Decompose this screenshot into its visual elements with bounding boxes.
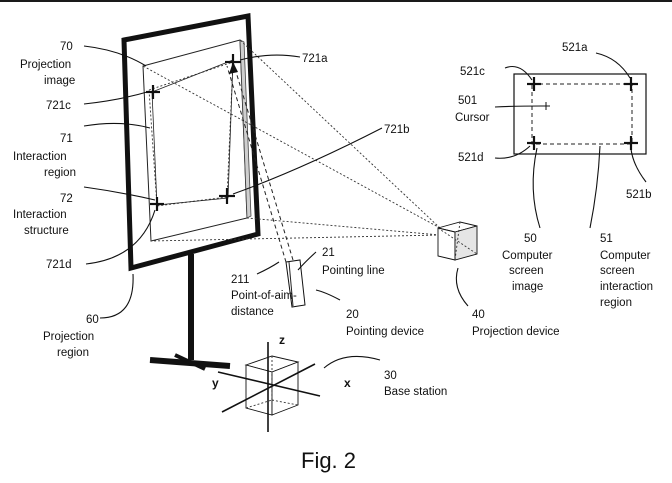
label-60: 60 xyxy=(86,314,99,326)
axis-x: x xyxy=(344,376,351,390)
label-30-line1: Base station xyxy=(384,386,447,398)
label-70-line2: image xyxy=(44,75,75,87)
interaction-region-outline xyxy=(149,62,233,206)
label-40-line1: Projection device xyxy=(472,326,560,338)
label-71: 71 xyxy=(60,133,73,145)
label-60-line2: region xyxy=(57,347,89,359)
pointing-arrow-head xyxy=(229,62,238,74)
label-51-line2: screen xyxy=(600,265,635,277)
label-211-line1: Point-of-aim- xyxy=(231,290,297,302)
label-60-line1: Projection xyxy=(43,331,94,343)
label-521d: 521d xyxy=(458,152,484,164)
label-20-line1: Pointing device xyxy=(346,326,424,338)
label-72: 72 xyxy=(60,193,73,205)
label-21: 21 xyxy=(322,247,335,259)
label-51: 51 xyxy=(600,233,613,245)
figure-caption: Fig. 2 xyxy=(301,448,356,473)
label-20: 20 xyxy=(346,309,359,321)
label-30: 30 xyxy=(384,370,397,382)
label-211: 211 xyxy=(231,274,249,286)
label-50-line2: screen xyxy=(509,265,544,277)
label-50: 50 xyxy=(524,233,537,245)
marker-721b xyxy=(219,188,235,204)
label-71-line2: region xyxy=(44,167,76,179)
base-station xyxy=(218,342,320,432)
label-71-line1: Interaction xyxy=(13,151,67,163)
label-51-line1: Computer xyxy=(600,250,651,262)
label-72-line1: Interaction xyxy=(13,209,67,221)
interaction-structure-outline xyxy=(152,60,233,205)
label-70: 70 xyxy=(60,41,73,53)
label-721b: 721b xyxy=(384,124,410,136)
label-501: 501 xyxy=(458,95,477,107)
projection-device xyxy=(438,222,477,260)
label-721d: 721d xyxy=(46,259,72,271)
label-70-line1: Projection xyxy=(20,59,71,71)
projection-screen xyxy=(124,16,258,268)
label-50-line3: image xyxy=(512,281,543,293)
projection-beams xyxy=(143,40,440,241)
label-51-line3: interaction xyxy=(600,281,653,293)
label-721c: 721c xyxy=(46,100,71,112)
label-51-line4: region xyxy=(600,297,632,309)
label-211-line2: distance xyxy=(231,306,274,318)
label-501-line1: Cursor xyxy=(455,112,490,124)
label-521a: 521a xyxy=(562,42,588,54)
label-721a: 721a xyxy=(302,53,328,65)
label-40: 40 xyxy=(472,309,485,321)
pointing-line xyxy=(233,62,293,260)
label-21-line1: Pointing line xyxy=(322,265,385,277)
label-521c: 521c xyxy=(460,66,485,78)
label-50-line1: Computer xyxy=(502,250,553,262)
label-521b: 521b xyxy=(626,189,652,201)
label-72-line2: structure xyxy=(24,225,69,237)
axis-z: z xyxy=(279,333,285,347)
axis-y: y xyxy=(212,376,219,390)
